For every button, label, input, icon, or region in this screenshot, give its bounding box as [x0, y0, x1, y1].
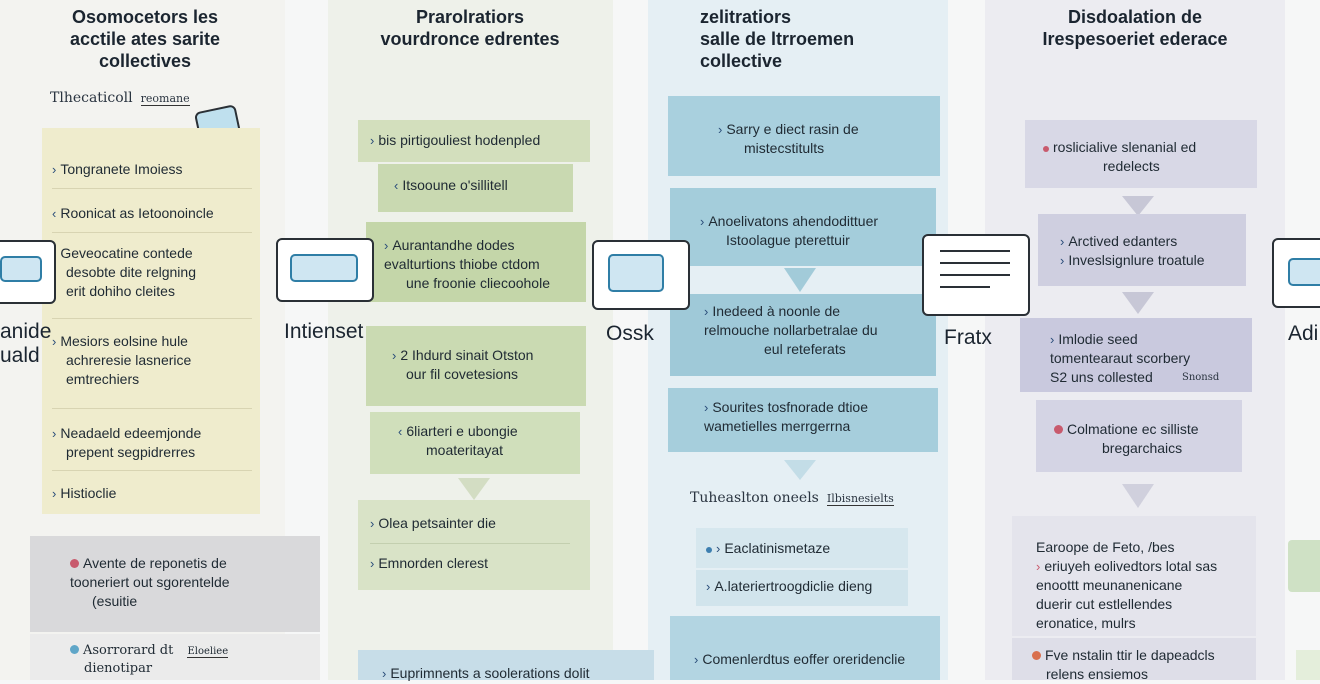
list-item: ›Histioclie	[52, 485, 117, 501]
flow-step: ›Sourites tosfnorade dtioe wametielles m…	[668, 388, 938, 452]
chat-bubble-icon	[276, 238, 374, 302]
arrow-down-icon	[1122, 196, 1154, 216]
arrow-down-icon	[784, 460, 816, 480]
flow-step: ›Imlodie seed tomentearaut scorbery S2 u…	[1020, 318, 1252, 392]
flow-step: ›Inedeed à noonle de relmouche nollarbet…	[670, 294, 936, 376]
edge-panel	[1296, 650, 1320, 680]
icon-label: Intienset	[284, 320, 364, 343]
chevron-right-icon: ›	[52, 426, 57, 441]
chevron-right-icon: ›	[1060, 253, 1065, 268]
flow-step: Colmatione ec silliste bregarchaics	[1036, 400, 1242, 472]
chevron-right-icon: ›	[370, 516, 375, 531]
list-item: ›Tongranete Imoiess	[52, 161, 183, 177]
flow-step: Fve nstalin ttir le dapeadcls relens ens…	[1012, 638, 1256, 682]
chevron-right-icon: ›	[704, 400, 709, 415]
chevron-right-icon: ›	[52, 162, 57, 177]
column-3-title: zelitratiors salle de ltrroemen collecti…	[700, 7, 855, 71]
column-1-main-panel: ›Tongranete Imoiess ‹Roonicat as Ietoono…	[42, 128, 260, 514]
column-4-title: Disdoalation de Irespesoeriet ederace	[1042, 7, 1228, 49]
gear-icon	[70, 645, 79, 654]
sub-step: ›Eaclatinismetaze	[696, 528, 908, 568]
flow-step: ›2 Ihdurd sinait Otston our fil covetesi…	[366, 326, 586, 406]
chevron-right-icon: ›	[694, 652, 699, 667]
arrow-down-icon	[1122, 292, 1154, 314]
flow-step: ‹Itsooune o'sillitell	[378, 164, 573, 212]
dot-icon	[1032, 651, 1041, 660]
chevron-right-icon: ›	[1050, 332, 1055, 347]
dot-icon	[1054, 425, 1063, 434]
flow-step: Earoope de Feto, /bes ›eriuyeh eolivedto…	[1012, 516, 1256, 636]
chat-bubble-icon	[0, 240, 56, 304]
list-item: ›Neadaeld edeemjonde prepent segpidrerre…	[52, 425, 202, 460]
flow-step: ›Euprimnents a soolerations dolit	[358, 650, 654, 681]
chevron-right-icon: ›	[382, 666, 387, 681]
flow-step: ›Sarry e diect rasin de mistecstitults	[668, 96, 940, 176]
chevron-right-icon: ›	[704, 304, 709, 319]
chevron-right-icon: ›	[716, 541, 721, 556]
chevron-right-icon: ›	[706, 579, 711, 594]
flow-step: ‹6liarteri e ubongie moateritayat	[370, 412, 580, 474]
icon-label: Fratx	[944, 326, 992, 349]
list-item: ›Emnorden clerest	[370, 555, 489, 571]
chevron-right-icon: ›	[1060, 234, 1065, 249]
chat-bubble-icon	[1272, 238, 1320, 308]
flow-step: ›Aurantandhe dodes evalturtions thiobe c…	[366, 222, 586, 302]
dot-icon	[1043, 146, 1049, 152]
list-item: ›Olea petsainter die	[370, 515, 496, 531]
document-icon	[922, 234, 1030, 316]
chevron-left-icon: ‹	[398, 424, 403, 439]
chevron-right-icon: ›	[392, 348, 397, 363]
flow-step: ›Arctived edanters ›Inveslsignlure troat…	[1038, 214, 1246, 286]
column-1-title: Osomocetors les acctile ates sarite coll…	[69, 7, 221, 71]
flow-step: ›Olea petsainter die ›Emnorden clerest	[358, 500, 590, 590]
chevron-right-icon: ›	[52, 486, 57, 501]
icon-label: Adi	[1288, 322, 1319, 345]
chevron-left-icon: ‹	[394, 178, 399, 193]
message-icon	[592, 240, 690, 310]
sub-step: ›A.lateriertroogdiclie dieng	[696, 570, 908, 606]
flow-step: ›Anoelivatons ahendodittuer Istoolague p…	[670, 188, 936, 266]
flow-step: ›bis pirtigouliest hodenpled	[358, 120, 590, 162]
column-1-bottom-panel: Avente de reponetis de tooneriert out sg…	[30, 536, 320, 632]
chevron-right-icon: ›	[700, 214, 705, 229]
chevron-right-icon: ›	[1036, 559, 1041, 574]
list-item: ›Geveocatine contede desobte dite relgni…	[52, 244, 196, 301]
icon-label: Ossk	[606, 322, 654, 345]
column-1-footer-panel: Asorrorard dt Eloeliee dienotipar	[30, 634, 320, 680]
arrow-down-icon	[784, 268, 816, 292]
dot-icon	[70, 559, 79, 568]
handwritten-note: Snonsd	[1182, 372, 1220, 383]
chevron-right-icon: ›	[370, 556, 375, 571]
column-2-title: Prarolratiors vourdronce edrentes	[380, 7, 560, 49]
chevron-right-icon: ›	[718, 122, 723, 137]
arrow-down-icon	[458, 478, 490, 500]
arrow-down-icon	[1122, 484, 1154, 508]
chevron-right-icon: ›	[384, 238, 389, 253]
chevron-right-icon: ›	[370, 133, 375, 148]
list-item: ‹Roonicat as Ietoonoincle	[52, 205, 214, 221]
chevron-right-icon: ›	[52, 334, 57, 349]
chevron-left-icon: ‹	[52, 206, 57, 221]
dot-icon	[706, 547, 712, 553]
flow-step: roslicialive slenanial ed redelects	[1025, 120, 1257, 188]
flow-step: ›Comenlerdtus eoffer oreridenclie	[670, 616, 940, 680]
list-item: ›Mesiors eolsine hule achreresie lasneri…	[52, 333, 192, 387]
edge-panel	[1288, 540, 1320, 592]
